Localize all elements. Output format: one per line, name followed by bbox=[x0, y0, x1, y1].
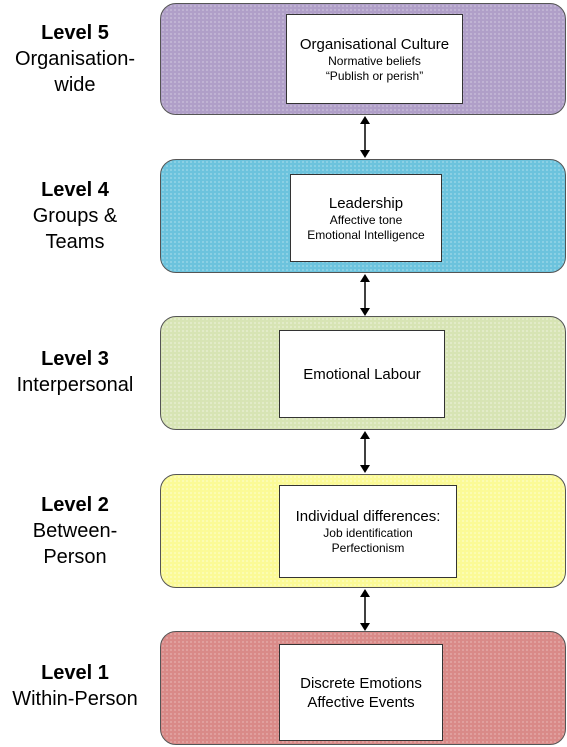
discrete-emotions-heading: Discrete Emotions bbox=[300, 674, 422, 692]
level-5-panel: Organisational Culture Normative beliefs… bbox=[160, 3, 566, 115]
level-2-label: Level 2 Between- Person bbox=[0, 492, 150, 570]
level-1-title: Level 1 bbox=[41, 662, 109, 684]
level-4-panel: Leadership Affective tone Emotional Inte… bbox=[160, 159, 566, 273]
leadership-heading: Leadership bbox=[328, 194, 404, 212]
organisational-culture-heading: Organisational Culture bbox=[299, 35, 450, 53]
level-4-detail-2: Emotional Intelligence bbox=[307, 227, 425, 242]
level-2-detail-1: Job identification bbox=[323, 526, 413, 540]
level-2-panel: Individual differences: Job identificati… bbox=[160, 474, 566, 588]
level-5-detail-1: Normative beliefs bbox=[328, 53, 421, 68]
level-2-title: Level 2 bbox=[41, 494, 109, 516]
level-2-subtitle-line2: Person bbox=[43, 546, 107, 568]
level-5-subtitle-line2: wide bbox=[54, 74, 96, 96]
level-2-content-box: Individual differences: Job identificati… bbox=[279, 485, 457, 578]
level-3-panel: Emotional Labour bbox=[160, 316, 566, 430]
level-3-subtitle-line1: Interpersonal bbox=[16, 374, 134, 396]
level-5-title: Level 5 bbox=[41, 22, 109, 44]
level-5-label: Level 5 Organisation- wide bbox=[0, 20, 150, 98]
level-1-panel: Discrete Emotions Affective Events bbox=[160, 631, 566, 745]
double-arrow-3-2 bbox=[360, 431, 370, 473]
level-1-subtitle-line1: Within-Person bbox=[12, 688, 138, 710]
level-4-title: Level 4 bbox=[41, 179, 109, 201]
emotional-labour-heading: Emotional Labour bbox=[303, 365, 421, 383]
level-5-detail-2: “Publish or perish” bbox=[325, 68, 424, 83]
level-1-content-box: Discrete Emotions Affective Events bbox=[279, 644, 443, 741]
double-arrow-4-3 bbox=[360, 274, 370, 316]
level-4-label: Level 4 Groups & Teams bbox=[0, 177, 150, 255]
level-4-detail-1: Affective tone bbox=[329, 212, 403, 227]
affective-events-heading: Affective Events bbox=[307, 693, 415, 711]
level-4-content-box: Leadership Affective tone Emotional Inte… bbox=[290, 174, 442, 262]
level-3-title: Level 3 bbox=[41, 348, 109, 370]
level-4-subtitle-line1: Groups & bbox=[32, 205, 118, 227]
double-arrow-5-4 bbox=[360, 116, 370, 158]
level-5-content-box: Organisational Culture Normative beliefs… bbox=[286, 14, 463, 104]
level-1-label: Level 1 Within-Person bbox=[0, 660, 150, 712]
level-2-detail-2: Perfectionism bbox=[331, 541, 405, 555]
individual-differences-heading: Individual differences: bbox=[295, 508, 441, 525]
level-3-label: Level 3 Interpersonal bbox=[0, 346, 150, 398]
level-3-content-box: Emotional Labour bbox=[279, 330, 445, 418]
level-2-subtitle-line1: Between- bbox=[32, 520, 118, 542]
double-arrow-2-1 bbox=[360, 589, 370, 631]
level-4-subtitle-line2: Teams bbox=[45, 231, 105, 253]
level-5-subtitle-line1: Organisation- bbox=[14, 48, 136, 70]
